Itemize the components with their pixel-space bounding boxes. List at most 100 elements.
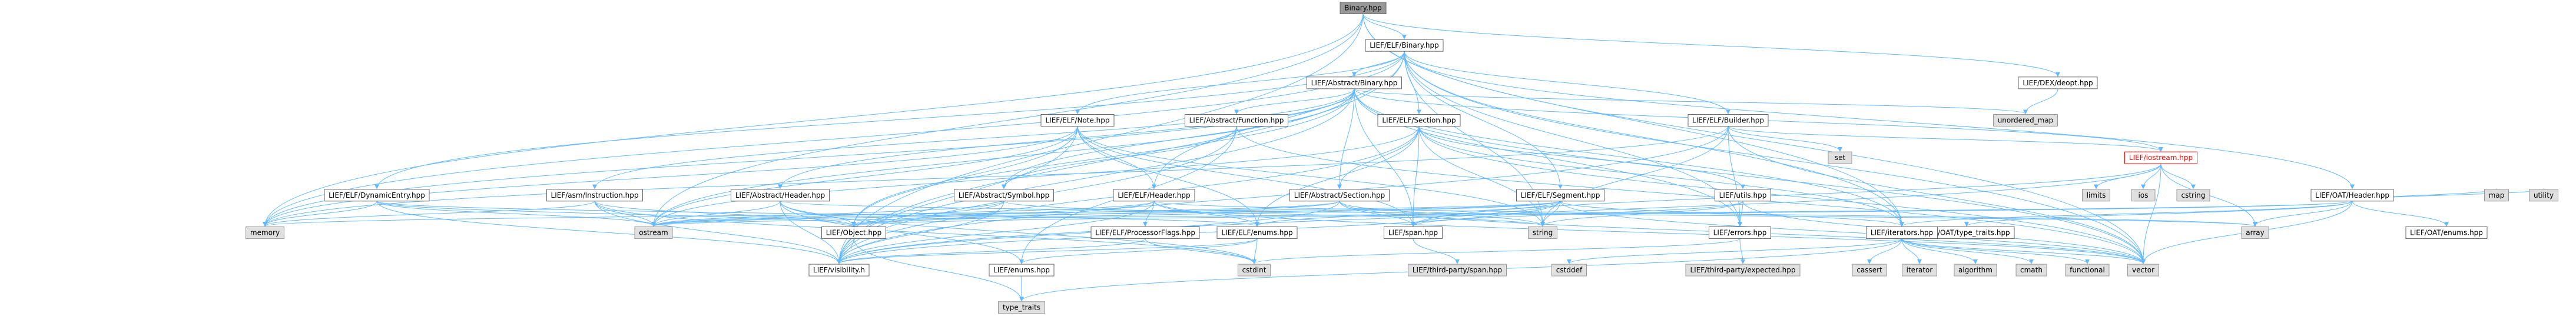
edge-n2-n9 (1354, 88, 2028, 115)
edge-n17-n26 (1339, 201, 1415, 227)
node-ostream: ostream (634, 226, 673, 239)
edge-n14-n39 (780, 201, 1256, 264)
node-label: ios (2139, 191, 2149, 199)
node-lief-abstract-symbol-hpp[interactable]: LIEF/Abstract/Symbol.hpp (954, 189, 1054, 202)
node-lief-abstract-section-hpp[interactable]: LIEF/Abstract/Section.hpp (1289, 189, 1390, 202)
edge-n8-n21 (263, 126, 1729, 227)
node-label: LIEF/ELF/DynamicEntry.hpp (329, 191, 425, 199)
edge-n8-n11 (1728, 126, 2163, 152)
node-lief-elf-enums-hpp[interactable]: LIEF/ELF/enums.hpp (1216, 226, 1298, 239)
node-lief-elf-binary-hpp[interactable]: LIEF/ELF/Binary.hpp (1365, 39, 1444, 52)
node-box (1709, 226, 1771, 239)
node-box (2176, 189, 2210, 202)
edge-n11-n26 (1411, 164, 2161, 227)
node-lief-errors-hpp[interactable]: LIEF/errors.hpp (1709, 226, 1771, 239)
node-box (1828, 151, 1852, 164)
node-lief-abstract-function-hpp[interactable]: LIEF/Abstract/Function.hpp (1185, 114, 1288, 126)
edge-n0-n22 (651, 14, 1364, 227)
node-box (1384, 226, 1443, 239)
node-limits: limits (2082, 189, 2110, 202)
node-lief-elf-processorflags-hpp[interactable]: LIEF/ELF/ProcessorFlags.hpp (1090, 226, 1200, 239)
node-label: string (1533, 228, 1553, 237)
node-label: LIEF/visibility.h (813, 266, 865, 274)
node-string: string (1528, 226, 1557, 239)
edge-n18-n21 (263, 201, 1561, 227)
edge-n1-n18 (1404, 51, 1563, 189)
node-lief-span-hpp[interactable]: LIEF/span.hpp (1384, 226, 1443, 239)
node-box (2131, 189, 2156, 202)
node-lief-elf-note-hpp[interactable]: LIEF/ELF/Note.hpp (1040, 114, 1115, 126)
edge-n0-n21 (263, 14, 1364, 227)
edge-n26-n40 (1413, 238, 1460, 264)
edge-n14-n22 (651, 201, 781, 227)
node-lief-oat-enums-hpp[interactable]: LIEF/OAT/enums.hpp (2405, 226, 2488, 239)
node-label: LIEF/Abstract/Header.hpp (735, 191, 825, 199)
edge-n1-n48 (1404, 51, 2146, 264)
node-label: array (2246, 228, 2264, 237)
node-label: LIEF/DEX/deopt.hpp (2023, 79, 2093, 87)
node-lief-oat-type-traits-hpp[interactable]: LIEF/OAT/type_traits.hpp (1918, 226, 2015, 239)
edge-n2-n26 (1354, 88, 1415, 227)
edge-n15-n27 (1003, 201, 1545, 227)
node-box (2529, 189, 2558, 202)
edge-n2-n29 (1354, 88, 1904, 227)
node-label: LIEF/utils.hpp (1719, 191, 1767, 199)
node-lief-elf-segment-hpp[interactable]: LIEF/ELF/Segment.hpp (1516, 189, 1604, 202)
edge-n5-n21 (263, 126, 1078, 227)
node-lief-visibility-h[interactable]: LIEF/visibility.h (808, 264, 870, 277)
node-lief-iterators-hpp[interactable]: LIEF/iterators.hpp (1866, 226, 1938, 239)
edge-n4-n34 (2352, 201, 2449, 227)
edge-n8-n27 (1540, 126, 1729, 227)
node-lief-dex-deopt-hpp[interactable]: LIEF/DEX/deopt.hpp (2018, 76, 2098, 89)
node-lief-elf-header-hpp[interactable]: LIEF/ELF/Header.hpp (1113, 189, 1195, 202)
edge-n2-n6 (1234, 88, 1355, 115)
edge-n29-n46 (1901, 238, 2034, 264)
node-lief-object-hpp[interactable]: LIEF/Object.hpp (821, 226, 886, 239)
edge-n6-n48 (1236, 126, 2146, 264)
node-cstddef: cstddef (1551, 264, 1587, 277)
edge-n14-n38 (780, 201, 1024, 264)
edge-n17-n22 (651, 201, 1340, 227)
node-ios: ios (2131, 189, 2156, 202)
node-binary-hpp[interactable]: Binary.hpp (1340, 2, 1387, 15)
node-lief-enums-hpp[interactable]: LIEF/enums.hpp (989, 264, 1055, 277)
edge-n0-n1 (1362, 14, 1407, 39)
node-label: functional (2070, 266, 2105, 274)
node-label: cassert (1856, 266, 1882, 274)
node-lief-iostream-hpp[interactable]: LIEF/iostream.hpp (2124, 151, 2197, 164)
node-lief-abstract-header-hpp[interactable]: LIEF/Abstract/Header.hpp (731, 189, 830, 202)
node-lief-elf-dynamicentry-hpp[interactable]: LIEF/ELF/DynamicEntry.hpp (324, 189, 430, 202)
node-label: LIEF/ELF/Note.hpp (1045, 116, 1109, 124)
node-lief-utils-hpp[interactable]: LIEF/utils.hpp (1715, 189, 1771, 202)
node-box (1408, 264, 1507, 277)
edge-n7-n22 (651, 126, 1420, 227)
node-lief-oat-header-hpp[interactable]: LIEF/OAT/Header.hpp (2310, 189, 2394, 202)
edge-n13-n37 (594, 201, 841, 264)
node-label: set (1835, 154, 1846, 162)
node-label: utility (2534, 191, 2554, 199)
node-label: LIEF/ELF/Segment.hpp (1521, 191, 1600, 199)
edge-n18-n23 (851, 201, 1561, 227)
node-box (1688, 114, 1769, 126)
edge-n8-n37 (837, 126, 1729, 264)
node-lief-elf-section-hpp[interactable]: LIEF/ELF/Section.hpp (1377, 114, 1461, 126)
node-box (1365, 39, 1444, 52)
node-label: LIEF/iostream.hpp (2129, 154, 2193, 162)
edge-n15-n37 (837, 201, 1004, 264)
nodes: Binary.hppLIEF/ELF/Binary.hppLIEF/Abstra… (246, 2, 2558, 314)
node-lief-elf-builder-hpp[interactable]: LIEF/ELF/Builder.hpp (1688, 114, 1769, 126)
edge-n5-n22 (651, 126, 1078, 227)
edge-n17-n37 (837, 201, 1340, 264)
node-label: LIEF/ELF/Section.hpp (1382, 116, 1456, 124)
node-label: unordered_map (1998, 116, 2054, 124)
node-lief-asm-instruction-hpp[interactable]: LIEF/asm/Instruction.hpp (546, 189, 643, 202)
edge-n7-n29 (1418, 126, 1904, 227)
node-label: LIEF/asm/Instruction.hpp (551, 191, 639, 199)
node-box (1902, 264, 1937, 277)
node-lief-abstract-binary-hpp[interactable]: LIEF/Abstract/Binary.hpp (1307, 76, 1402, 89)
node-label: LIEF/Abstract/Binary.hpp (1311, 79, 1398, 87)
node-box (1185, 114, 1288, 126)
edge-n29-n41 (1567, 238, 1902, 264)
node-box (2310, 189, 2394, 202)
node-lief-third-party-expected-hpp: LIEF/third-party/expected.hpp (1685, 264, 1801, 277)
